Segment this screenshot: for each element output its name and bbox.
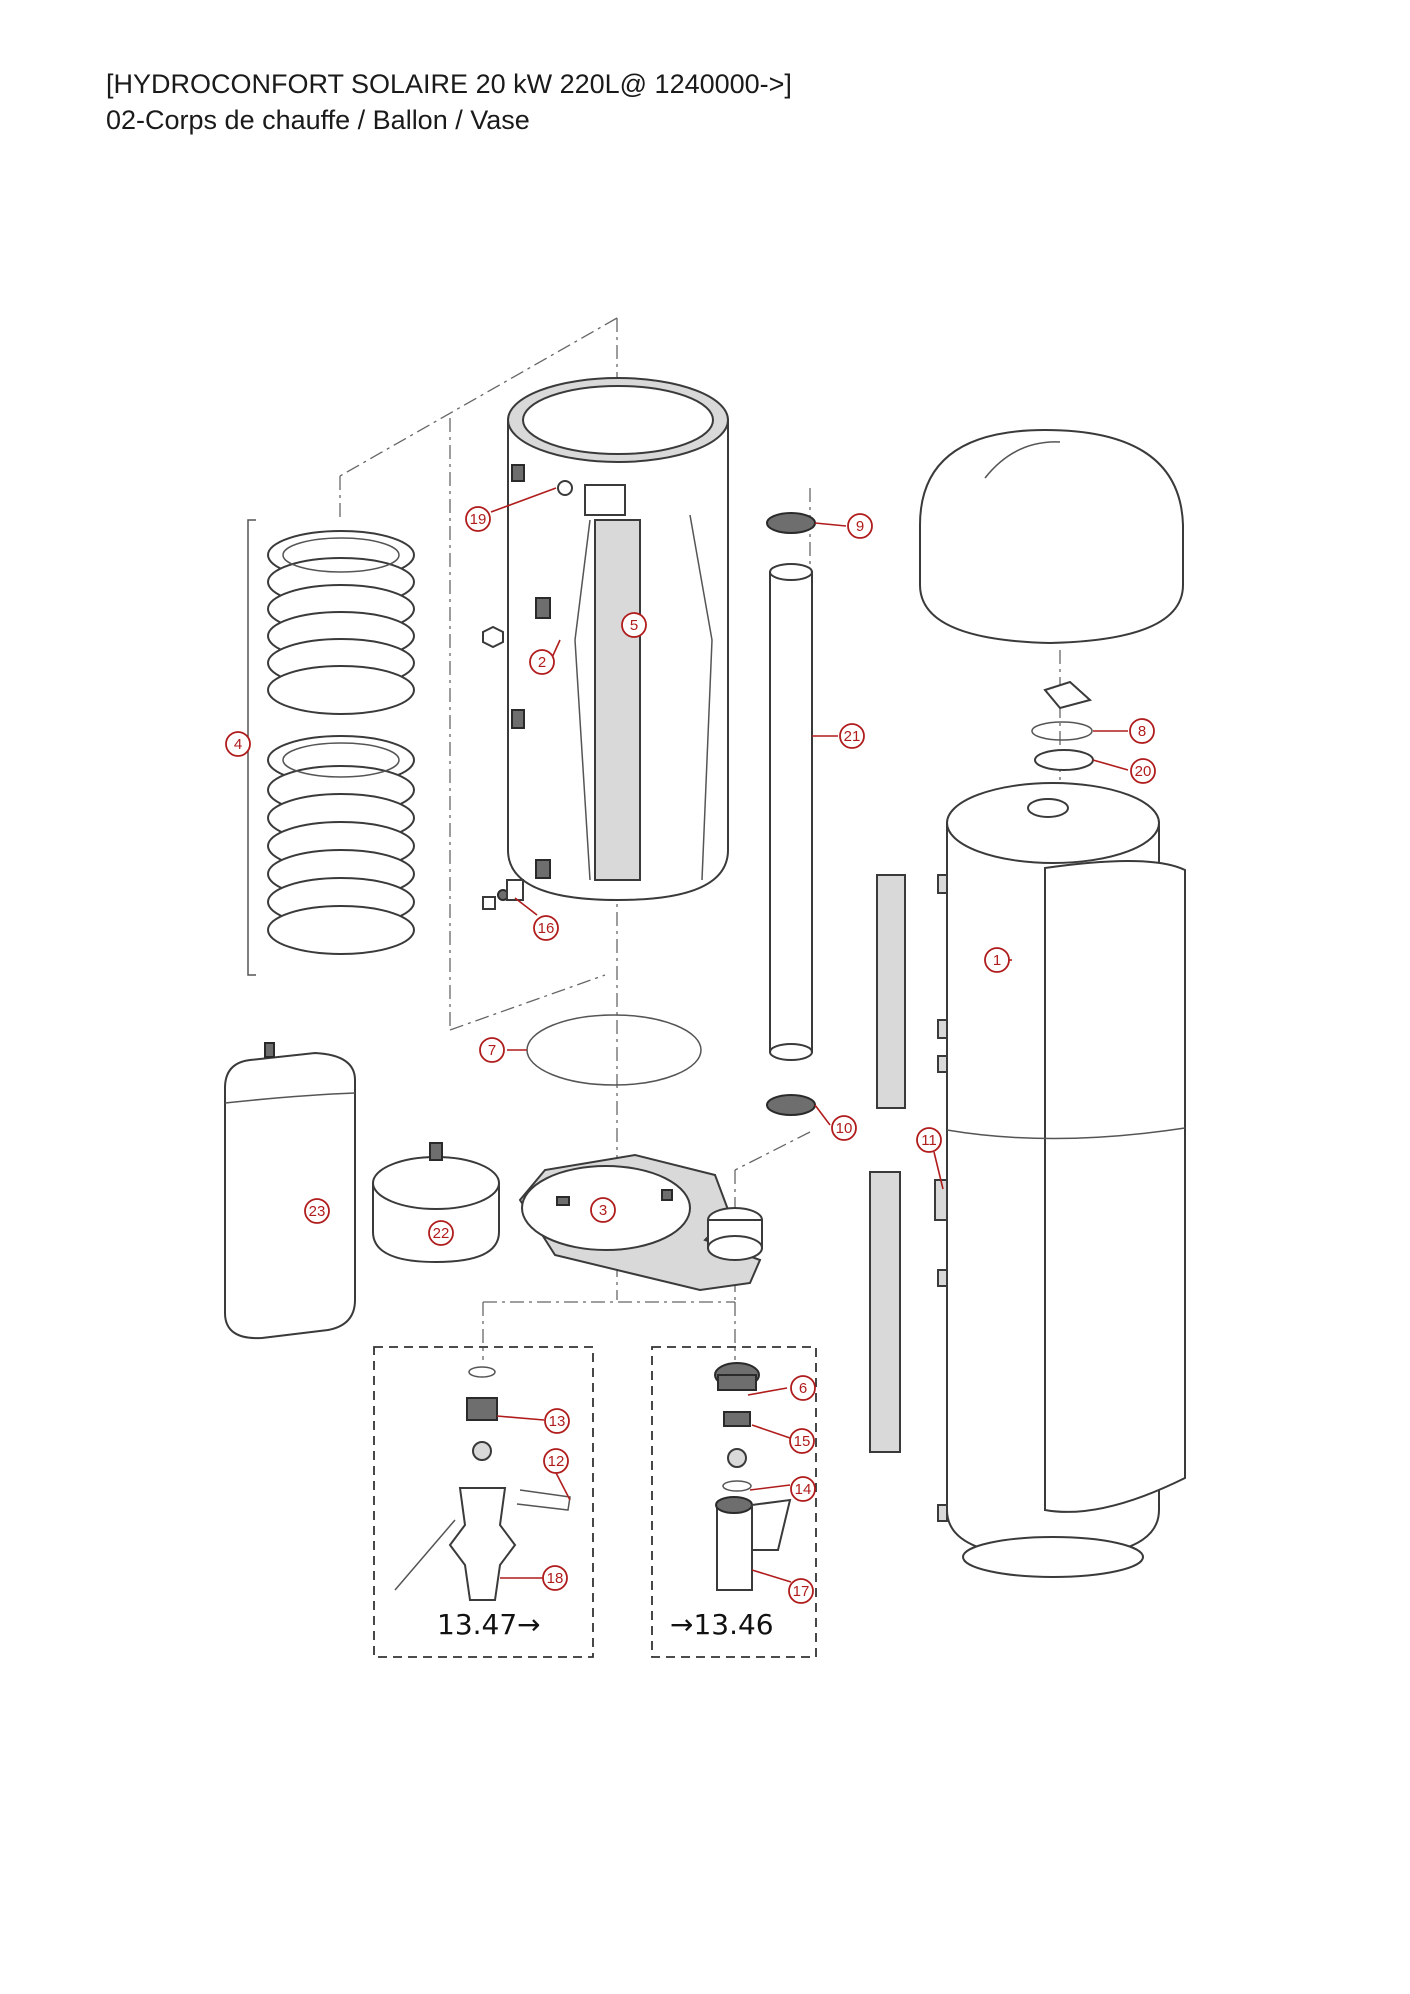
flue-pipe: [766, 512, 816, 1116]
svg-text:14: 14: [795, 1481, 812, 1498]
svg-text:3: 3: [599, 1202, 607, 1219]
heating-body: [482, 377, 729, 902]
callout-19: 19: [465, 506, 491, 532]
callout-17: 17: [788, 1578, 814, 1604]
callout-12: 12: [543, 1448, 569, 1474]
svg-text:2: 2: [538, 654, 546, 671]
svg-text:8: 8: [1138, 723, 1146, 740]
callout-16: 16: [533, 915, 559, 941]
svg-text:16: 16: [538, 920, 555, 937]
callout-14: 14: [790, 1476, 816, 1502]
callout-18: 18: [542, 1565, 568, 1591]
svg-text:15: 15: [794, 1433, 811, 1450]
svg-text:23: 23: [309, 1203, 326, 1220]
callout-13: 13: [544, 1408, 570, 1434]
page-subtitle: 02-Corps de chauffe / Ballon / Vase: [106, 105, 530, 135]
callout-15: 15: [789, 1428, 815, 1454]
callout-3: 3: [590, 1197, 616, 1223]
callout-20: 20: [1130, 758, 1156, 784]
svg-text:18: 18: [547, 1570, 564, 1587]
svg-text:19: 19: [470, 511, 487, 528]
callout-23: 23: [304, 1198, 330, 1224]
callout-1: 1: [984, 947, 1010, 973]
svg-text:20: 20: [1135, 763, 1152, 780]
callout-10: 10: [831, 1115, 857, 1141]
flat-expansion-vessel: [224, 1042, 356, 1340]
svg-text:17: 17: [793, 1583, 810, 1600]
callout-5: 5: [621, 612, 647, 638]
ref-left-box: 13.47→: [437, 1608, 541, 1641]
svg-text:4: 4: [234, 736, 242, 753]
leader-lines: [246, 487, 1129, 1583]
callout-11: 11: [916, 1127, 942, 1153]
callout-6: 6: [790, 1375, 816, 1401]
upper-rings: [267, 530, 415, 715]
callout-21: 21: [839, 723, 865, 749]
callout-7: 7: [479, 1037, 505, 1063]
svg-text:7: 7: [488, 1042, 496, 1059]
svg-text:13: 13: [549, 1413, 566, 1430]
svg-text:21: 21: [844, 728, 861, 745]
svg-text:22: 22: [433, 1225, 450, 1242]
svg-text:9: 9: [856, 518, 864, 535]
lower-rings: [267, 735, 415, 955]
callout-8: 8: [1129, 718, 1155, 744]
tank-sensor: [934, 1179, 948, 1221]
insulation-panels: [869, 874, 906, 1453]
hot-water-tank: [937, 782, 1186, 1578]
callout-9: 9: [847, 513, 873, 539]
drain-fittings: [482, 879, 524, 910]
ref-right-box: →13.46: [670, 1608, 774, 1641]
svg-text:11: 11: [921, 1132, 937, 1149]
svg-text:6: 6: [799, 1380, 807, 1397]
svg-text:10: 10: [836, 1120, 853, 1137]
large-gasket: [526, 1014, 702, 1086]
svg-text:12: 12: [548, 1453, 565, 1470]
top-cover: [919, 428, 1184, 645]
base-plate: [518, 1153, 763, 1292]
burner-ring-stack: [247, 519, 415, 976]
svg-text:1: 1: [993, 952, 1001, 969]
page-title: [HYDROCONFORT SOLAIRE 20 kW 220L@ 124000…: [106, 69, 792, 99]
right-detail-box: [651, 1346, 817, 1658]
top-fixings: [1031, 680, 1094, 771]
svg-text:5: 5: [630, 617, 638, 634]
left-detail-box: [373, 1346, 594, 1658]
callout-2: 2: [529, 649, 555, 675]
callout-4: 4: [225, 731, 251, 757]
callout-22: 22: [428, 1220, 454, 1246]
